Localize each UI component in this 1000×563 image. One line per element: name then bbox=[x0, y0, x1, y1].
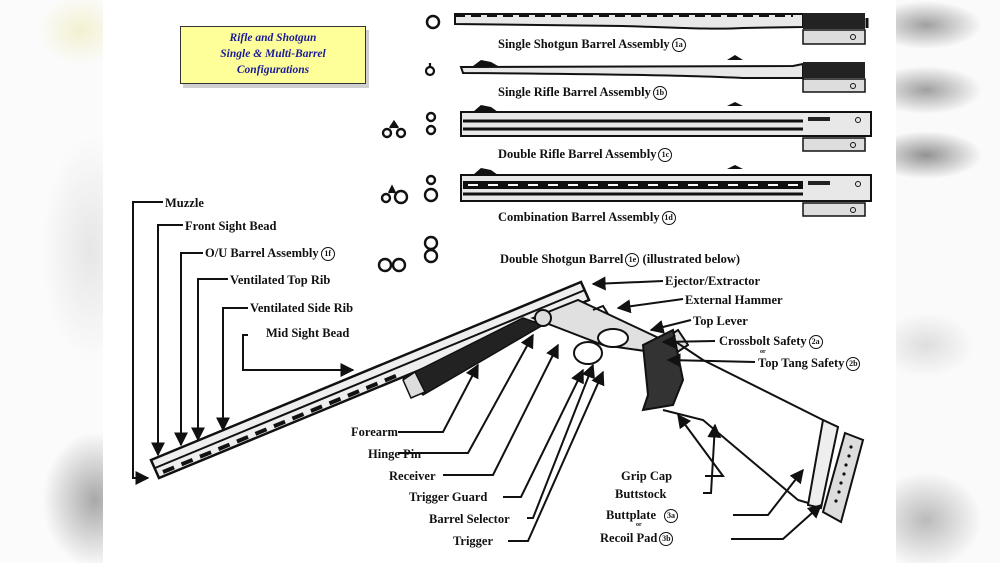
firearm-diagram: Rifle and Shotgun Single & Multi-Barrel … bbox=[103, 0, 896, 563]
title-box: Rifle and Shotgun Single & Multi-Barrel … bbox=[180, 26, 366, 84]
callout-receiver: Receiver bbox=[389, 469, 436, 483]
illustrated-below-note: (illustrated below) bbox=[642, 252, 741, 266]
callout-text: O/U Barrel Assembly bbox=[205, 246, 319, 260]
callout-external-hammer: External Hammer bbox=[685, 293, 783, 307]
config-label-text: Double Shotgun Barrel bbox=[500, 252, 624, 266]
blurred-background-left bbox=[0, 0, 103, 563]
config-label-text: Combination Barrel Assembly bbox=[498, 210, 660, 224]
title-line-2: Single & Multi-Barrel bbox=[220, 48, 326, 60]
callout-grip-cap: Grip Cap bbox=[621, 469, 673, 483]
marker-badge: 1d bbox=[661, 211, 676, 226]
marker-badge: 2b bbox=[846, 357, 861, 372]
callout-buttstock: Buttstock bbox=[615, 487, 667, 501]
callout-buttplate: Buttplate 3a bbox=[606, 508, 678, 524]
callout-ventilated-top-rib: Ventilated Top Rib bbox=[230, 273, 331, 287]
bore-icon-double-shotgun bbox=[377, 235, 439, 273]
leader-lines-bottom bbox=[398, 333, 823, 542]
callout-text: Crossbolt Safety bbox=[719, 334, 807, 348]
callout-hinge-pin: Hinge Pin bbox=[368, 447, 422, 461]
callout-muzzle: Muzzle bbox=[165, 196, 204, 210]
barrel-single-shotgun bbox=[454, 13, 869, 45]
callout-trigger-guard: Trigger Guard bbox=[409, 490, 488, 504]
bore-icon-single-rifle bbox=[424, 63, 436, 77]
blurred-background-right bbox=[896, 0, 1000, 563]
title-line-1: Rifle and Shotgun bbox=[229, 32, 317, 44]
bore-icon-single-shotgun bbox=[425, 14, 441, 30]
config-label-text: Single Shotgun Barrel Assembly bbox=[498, 37, 670, 51]
barrel-combination bbox=[460, 165, 872, 217]
config-label-text: Single Rifle Barrel Assembly bbox=[498, 85, 651, 99]
barrel-double-rifle bbox=[460, 102, 872, 152]
callout-ejector-extractor: Ejector/Extractor bbox=[665, 274, 761, 288]
marker-badge: 1c bbox=[658, 148, 673, 163]
leader-lines-left bbox=[132, 201, 355, 485]
bore-icon-double-rifle bbox=[381, 111, 437, 139]
bore-icon-combination bbox=[380, 174, 439, 205]
callout-text: Top Tang Safety bbox=[758, 356, 845, 370]
or-separator: or bbox=[760, 349, 766, 355]
marker-badge: 1a bbox=[671, 38, 686, 53]
callout-trigger: Trigger bbox=[453, 534, 494, 548]
recoil-pad-detail bbox=[821, 431, 865, 524]
marker-badge: 2a bbox=[808, 335, 823, 350]
marker-badge: 1b bbox=[652, 86, 667, 101]
callout-text: Recoil Pad bbox=[600, 531, 658, 545]
callout-text: Buttplate bbox=[606, 508, 656, 522]
config-label-text: Double Rifle Barrel Assembly bbox=[498, 147, 657, 161]
callout-top-lever: Top Lever bbox=[693, 314, 748, 328]
callout-forearm: Forearm bbox=[351, 425, 398, 439]
marker-badge: 3b bbox=[659, 532, 674, 547]
callout-barrel-selector: Barrel Selector bbox=[429, 512, 510, 526]
barrel-single-rifle bbox=[459, 55, 866, 93]
callout-mid-sight-bead: Mid Sight Bead bbox=[266, 326, 350, 340]
or-separator: or bbox=[636, 522, 642, 528]
marker-badge: 1f bbox=[320, 247, 335, 262]
leader-lines-right bbox=[591, 276, 756, 368]
title-line-3: Configurations bbox=[236, 64, 310, 76]
callout-front-sight-bead: Front Sight Bead bbox=[185, 219, 277, 233]
shotgun-illustration bbox=[149, 280, 865, 524]
diagram-artwork bbox=[132, 13, 872, 542]
marker-badge: 3a bbox=[664, 509, 678, 524]
callout-ventilated-side-rib: Ventilated Side Rib bbox=[250, 301, 354, 315]
marker-badge: 1e bbox=[625, 253, 640, 268]
